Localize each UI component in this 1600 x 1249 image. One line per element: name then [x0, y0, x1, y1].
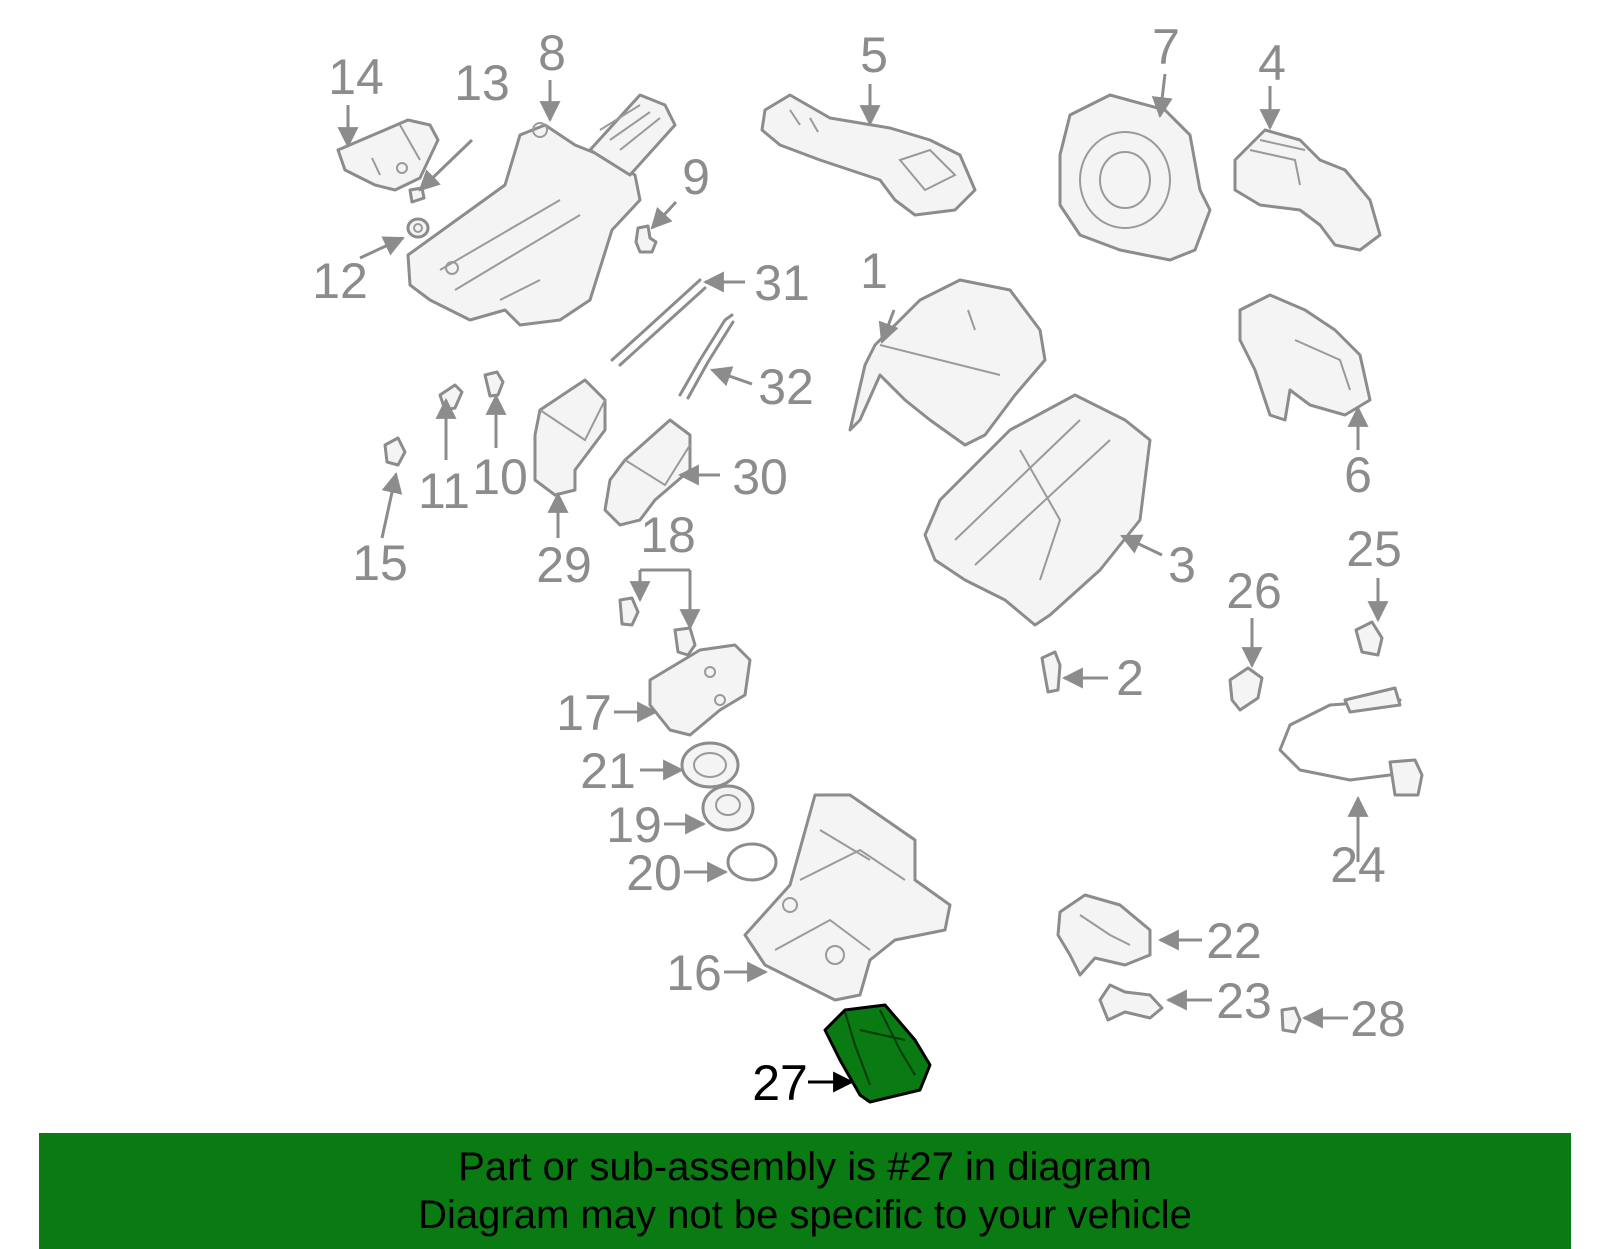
callout-19: 19: [606, 797, 662, 853]
part-1-upper-shroud: [848, 278, 1047, 447]
part-31-rod: [610, 278, 707, 367]
part-22-bracket: [1056, 893, 1152, 977]
callout-25: 25: [1346, 521, 1402, 577]
callout-8: 8: [538, 25, 566, 81]
part-26-clip: [1228, 666, 1264, 712]
callout-17: 17: [556, 685, 612, 741]
part-7-clock-spring: [1058, 93, 1212, 262]
callout-13: 13: [454, 55, 510, 111]
part-30-motor: [603, 418, 692, 527]
part-4-wiper-switch: [1233, 128, 1382, 252]
banner-line-part-number: Part or sub-assembly is #27 in diagram: [458, 1145, 1152, 1189]
part-2-screw: [1040, 650, 1062, 694]
callout-3: 3: [1168, 537, 1196, 593]
callout-28: 28: [1350, 991, 1406, 1047]
part-9-screw: [634, 224, 658, 254]
part-29-motor: [533, 378, 607, 497]
part-17-lock-housing: [648, 643, 752, 737]
callout-27: 27: [752, 1055, 808, 1111]
part-18-bolt-a: [618, 596, 640, 627]
part-8-column-housing: [406, 93, 677, 327]
callout-9: 9: [682, 149, 710, 205]
banner-line-disclaimer: Diagram may not be specific to your vehi…: [418, 1193, 1192, 1237]
info-banner: Part or sub-assembly is #27 in diagram D…: [39, 1133, 1571, 1249]
callout-29: 29: [536, 537, 592, 593]
part-18-bolt-b: [673, 626, 697, 657]
part-16-column-bracket: [743, 793, 952, 1002]
callout-4: 4: [1258, 35, 1286, 91]
callout-22: 22: [1206, 913, 1262, 969]
callout-21: 21: [580, 743, 636, 799]
part-19-lock-cylinder: [701, 784, 755, 832]
part-23-bracket: [1098, 983, 1164, 1022]
part-13-clip: [408, 186, 426, 204]
part-28-nut: [1280, 1006, 1302, 1034]
leader-lines: [337, 73, 1389, 1093]
callout-6: 6: [1344, 447, 1372, 503]
callout-30: 30: [732, 449, 788, 505]
callout-labels: 1 2 3 4 5 6 7 8 9 10 11 12 13 14 15 16 1…: [312, 19, 1406, 1111]
part-14-bracket: [336, 118, 440, 192]
callout-7: 7: [1152, 19, 1180, 75]
callout-5: 5: [860, 27, 888, 83]
part-5-turn-signal-switch: [760, 93, 977, 217]
callout-18: 18: [640, 507, 696, 563]
callout-14: 14: [328, 49, 384, 105]
callout-12: 12: [312, 253, 368, 309]
callout-26: 26: [1226, 563, 1282, 619]
part-24-cable: [1278, 686, 1424, 797]
callout-2: 2: [1116, 650, 1144, 706]
callout-16: 16: [666, 945, 722, 1001]
part-3-lower-shroud: [923, 393, 1152, 627]
part-27-module: [823, 1003, 932, 1104]
callout-20: 20: [626, 845, 682, 901]
part-32-cable: [678, 313, 735, 400]
part-10-bolt: [483, 370, 505, 398]
part-21-ring: [680, 741, 740, 789]
part-11-bolt: [438, 383, 464, 412]
part-20-o-ring: [726, 842, 778, 882]
callout-15: 15: [352, 535, 408, 591]
callout-10: 10: [472, 449, 528, 505]
callout-32: 32: [758, 359, 814, 415]
part-15-clip: [383, 436, 407, 467]
callout-31: 31: [754, 255, 810, 311]
callout-23: 23: [1216, 973, 1272, 1029]
part-6-cruise-switch: [1238, 293, 1372, 422]
callout-11: 11: [418, 463, 470, 519]
part-12-grommet: [406, 217, 430, 239]
callout-1: 1: [860, 243, 888, 299]
part-25-clip: [1354, 620, 1384, 657]
callout-24: 24: [1330, 837, 1386, 893]
